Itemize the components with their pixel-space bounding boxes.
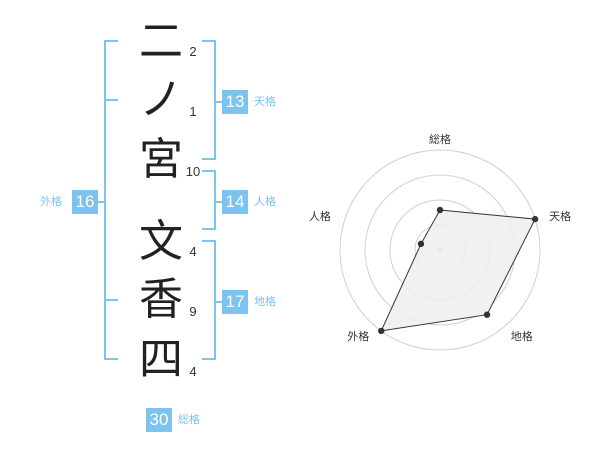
- radar-point-5: [417, 240, 425, 248]
- radar-polygon: [380, 209, 536, 332]
- gaikaku-badge: 16: [72, 190, 98, 214]
- radar-axis-label-4: 外格: [347, 329, 369, 343]
- radar-point-1: [436, 206, 444, 214]
- radar-point-3: [483, 311, 491, 318]
- radar-ring-4: [339, 149, 541, 351]
- tenkaku-label: 天格: [254, 95, 276, 108]
- gaikaku-label: 外格: [40, 195, 62, 208]
- stroke-count-2: 1: [189, 104, 197, 119]
- tenkaku-badge: 13: [222, 90, 248, 114]
- jinkaku-badge: 14: [222, 190, 248, 214]
- stroke-count-4: 4: [189, 244, 197, 259]
- radar-axis-label-2: 天格: [549, 209, 571, 223]
- soukaku-label: 総格: [178, 413, 200, 426]
- jinkaku-label: 人格: [254, 195, 276, 208]
- soukaku-badge: 30: [146, 408, 172, 432]
- name-char-1: 二: [139, 16, 183, 67]
- radar-point-2: [531, 215, 539, 223]
- radar-axis-label-3: 地格: [511, 329, 533, 343]
- name-char-6: 四: [139, 334, 183, 385]
- name-char-3: 宮: [139, 134, 183, 185]
- chikaku-badge: 17: [222, 290, 248, 314]
- name-char-4: 文: [139, 216, 183, 267]
- radar-axis-label-1: 総格: [429, 132, 451, 146]
- chikaku-label: 地格: [254, 295, 276, 308]
- stroke-count-3: 10: [185, 164, 201, 179]
- stroke-count-1: 2: [189, 44, 197, 59]
- name-char-5: 香: [139, 274, 183, 325]
- radar-point-4: [378, 327, 385, 335]
- stroke-count-6: 4: [189, 364, 197, 379]
- radar-axis-label-5: 人格: [309, 209, 331, 223]
- stroke-count-5: 9: [189, 304, 197, 319]
- name-char-2: ノ: [139, 74, 183, 125]
